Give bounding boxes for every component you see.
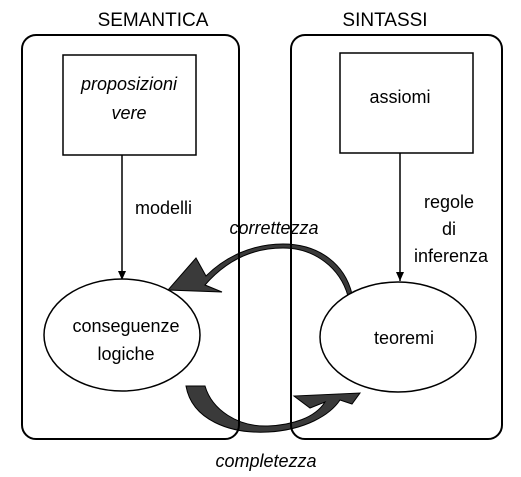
sintassi-title: SINTASSI <box>342 10 427 31</box>
proposizioni-label: proposizioni <box>80 74 178 94</box>
semantica-panel <box>21 34 240 440</box>
correttezza-label: correttezza <box>229 218 318 238</box>
regole-label: regole <box>424 192 474 212</box>
logiche-label: logiche <box>97 344 154 364</box>
completezza-label: completezza <box>215 451 316 471</box>
teoremi-label: teoremi <box>374 328 434 348</box>
conseguenze-label: conseguenze <box>72 316 179 336</box>
inferenza-label: inferenza <box>414 246 489 266</box>
semantica-title: SEMANTICA <box>98 10 209 31</box>
di-label: di <box>442 219 456 239</box>
completezza-curved-arrow <box>185 385 362 433</box>
conseguenze-logiche-ellipse <box>43 278 201 392</box>
vere-label: vere <box>111 103 146 123</box>
correttezza-curved-arrow <box>166 243 353 297</box>
assiomi-box <box>339 52 474 154</box>
assiomi-label: assiomi <box>369 87 430 107</box>
sintassi-panel <box>290 34 503 440</box>
modelli-label: modelli <box>135 198 192 218</box>
teoremi-ellipse <box>319 281 477 393</box>
proposizioni-vere-box <box>62 54 197 156</box>
